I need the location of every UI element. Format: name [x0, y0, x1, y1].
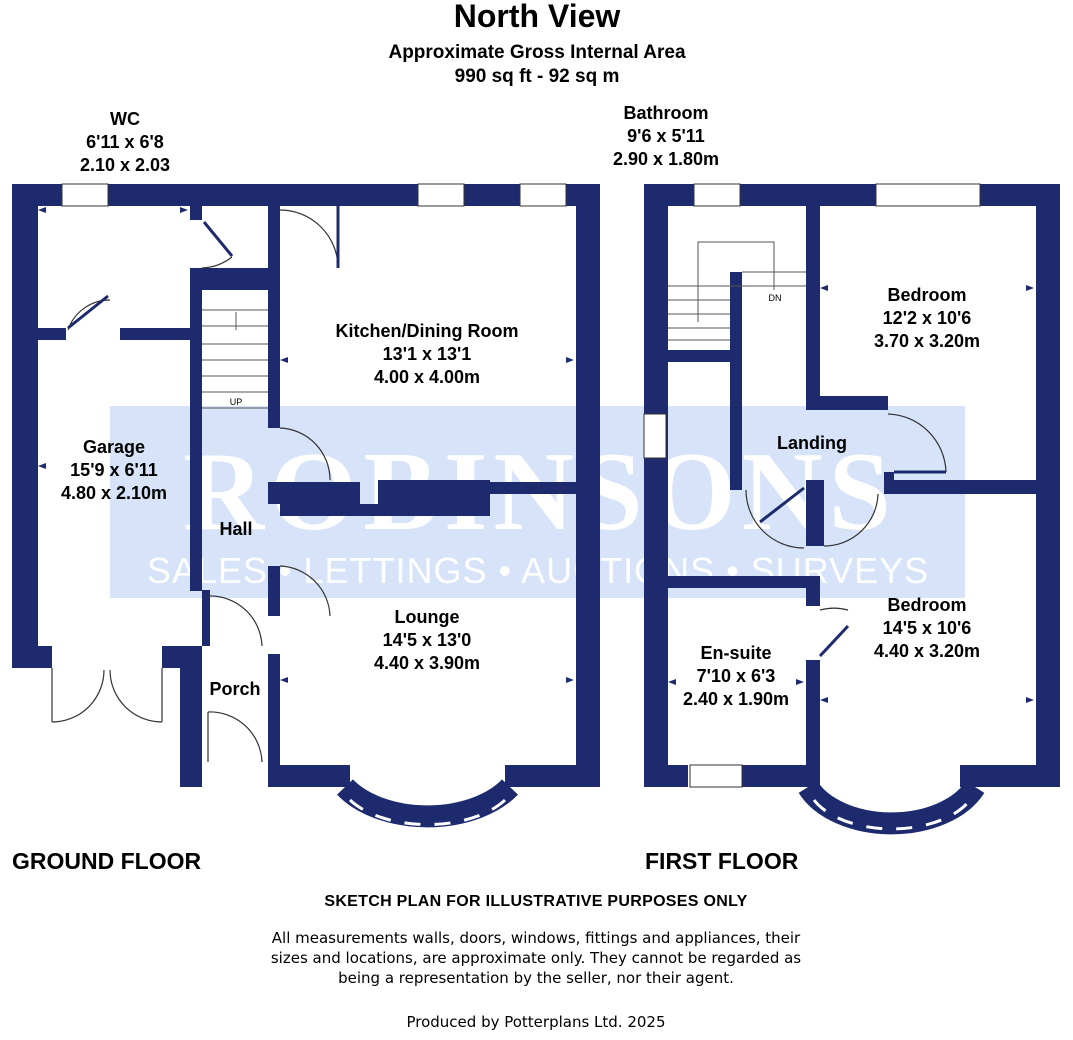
ground-floor-label: GROUND FLOOR — [12, 848, 202, 874]
room-hall: Hall — [219, 518, 252, 541]
stairs-down-label: DN — [768, 293, 782, 303]
room-porch: Porch — [209, 678, 260, 701]
first-floor-label: FIRST FLOOR — [645, 848, 799, 874]
room-bedroom-1: Bedroom 12'2 x 10'6 3.70 x 3.20m — [874, 284, 980, 353]
room-wc: WC 6'11 x 6'8 2.10 x 2.03 — [80, 108, 170, 177]
ground-stairs — [202, 309, 268, 409]
room-metric: 2.90 x 1.80m — [612, 149, 720, 169]
room-name: Garage — [82, 437, 146, 457]
room-name: Bathroom — [623, 103, 709, 123]
area-subtitle: Approximate Gross Internal Area — [388, 42, 686, 63]
room-ensuite: En-suite 7'10 x 6'3 2.40 x 1.90m — [683, 642, 789, 711]
room-imperial: 9'6 x 5'11 — [627, 126, 705, 146]
room-metric: 4.80 x 2.10m — [60, 483, 168, 503]
room-name: Bedroom — [887, 595, 967, 615]
producer-credit: Produced by Potterplans Ltd. 2025 — [406, 1013, 666, 1031]
room-imperial: 13'1 x 13'1 — [382, 344, 472, 364]
room-imperial: 7'10 x 6'3 — [696, 666, 776, 686]
room-name: Kitchen/Dining Room — [335, 321, 519, 341]
room-imperial: 14'5 x 13'0 — [382, 630, 472, 650]
disclaimer-text: All measurements walls, doors, windows, … — [271, 928, 801, 988]
room-garage: Garage 15'9 x 6'11 4.80 x 2.10m — [61, 436, 167, 505]
room-name: En-suite — [700, 643, 772, 663]
room-name: Porch — [209, 679, 261, 699]
disclaimer-line: being a representation by the seller, no… — [338, 969, 734, 987]
room-imperial: 6'11 x 6'8 — [86, 132, 164, 152]
room-imperial: 15'9 x 6'11 — [70, 460, 158, 480]
room-metric: 2.40 x 1.90m — [682, 689, 790, 709]
first-stairs — [668, 241, 806, 341]
area-value: 990 sq ft - 92 sq m — [454, 66, 620, 87]
room-imperial: 14'5 x 10'6 — [882, 618, 972, 638]
disclaimer-line: sizes and locations, are approximate onl… — [270, 949, 802, 967]
room-metric: 3.70 x 3.20m — [873, 331, 981, 351]
room-metric: 4.40 x 3.20m — [873, 641, 981, 661]
room-name: Hall — [219, 519, 253, 539]
ground-windows — [61, 183, 567, 207]
first-doors — [745, 413, 947, 658]
room-imperial: 12'2 x 10'6 — [882, 308, 972, 328]
room-name: WC — [110, 109, 140, 129]
room-bathroom: Bathroom 9'6 x 5'11 2.90 x 1.80m — [613, 102, 719, 171]
room-name: Lounge — [394, 607, 460, 627]
room-name: Bedroom — [887, 285, 967, 305]
room-metric: 2.10 x 2.03 — [79, 155, 171, 175]
ground-floor-walls — [12, 184, 600, 787]
room-kitchen: Kitchen/Dining Room 13'1 x 13'1 4.00 x 4… — [336, 320, 519, 389]
disclaimer-line: All measurements walls, doors, windows, … — [271, 929, 801, 947]
dimension-markers — [38, 207, 1034, 703]
first-windows — [643, 183, 981, 788]
room-landing: Landing — [777, 432, 847, 455]
ground-bay-window — [337, 779, 518, 828]
disclaimer-title: SKETCH PLAN FOR ILLUSTRATIVE PURPOSES ON… — [324, 893, 748, 910]
room-metric: 4.00 x 4.00m — [373, 367, 481, 387]
stairs-up-label: UP — [229, 397, 243, 407]
ground-doors — [51, 206, 340, 763]
room-bedroom-2: Bedroom 14'5 x 10'6 4.40 x 3.20m — [874, 594, 980, 663]
first-bay-window — [798, 780, 985, 835]
room-metric: 4.40 x 3.90m — [373, 653, 481, 673]
room-name: Landing — [777, 433, 847, 453]
plan-title: North View — [453, 0, 621, 34]
room-lounge: Lounge 14'5 x 13'0 4.40 x 3.90m — [374, 606, 480, 675]
